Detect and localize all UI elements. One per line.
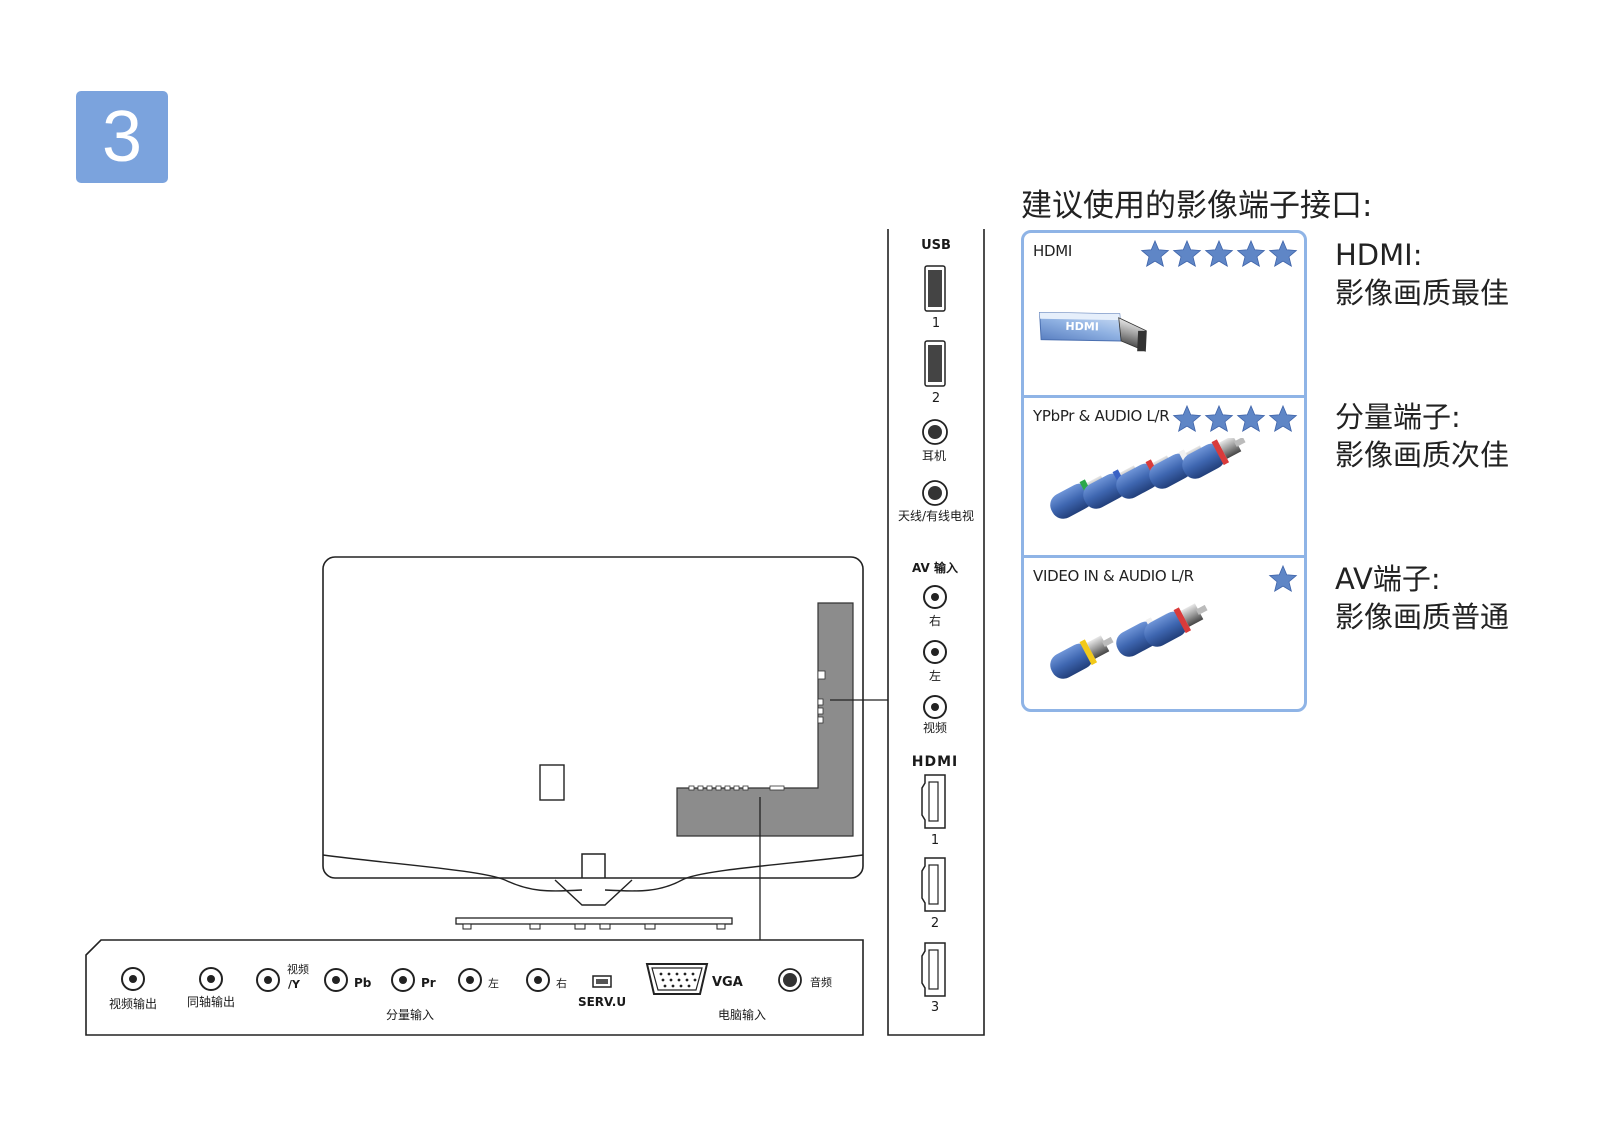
serv-u-label: SERV.U [578,995,626,1009]
recommendation-title: 建议使用的影像端子接口: [1021,188,1373,224]
hdmi-port-2: 2 [921,857,946,931]
rca-plug-yellow [1050,635,1114,679]
component-audio-right-jack: 右 [526,968,567,992]
coax-out-label: 同轴输出 [187,994,235,1009]
star-icon [1268,564,1298,593]
bottom-connector-panel: 视频输出 同轴输出 视频 /Y Pb Pr 左 [85,939,864,1036]
vga-label: VGA [712,975,743,990]
star-icon [1172,404,1202,433]
av-audio-left-jack: 左 [923,640,947,683]
av-rca-plugs-icon [1050,603,1208,679]
usb-port-2: 2 [924,340,946,406]
hdmi-rating-stars [1140,239,1298,269]
usb-1-number: 1 [932,316,940,331]
hdmi-1-number: 1 [931,833,939,848]
vga-port: VGA [645,963,743,995]
headphone-jack: 耳机 [922,419,948,463]
av-cell: VIDEO IN & AUDIO L/R [1024,555,1304,709]
av-quality-line2: 影像画质普通 [1335,600,1510,634]
hdmi-cell: HDMI HDMI [1024,233,1304,395]
av-rating-stars [1268,564,1298,594]
pb-jack: Pb [324,968,372,992]
hdmi-quality-note: HDMI: 影像画质最佳 [1335,236,1509,312]
component-in-label: 分量输入 [386,1007,434,1022]
video-out-jack: 视频输出 [109,967,157,1011]
pr-label: Pr [421,976,436,990]
component-quality-line1: 分量端子: [1335,400,1461,434]
tv-back-illustration [322,556,888,940]
av-cell-label: VIDEO IN & AUDIO L/R [1033,567,1194,585]
hdmi-cell-label: HDMI [1033,242,1072,260]
side-connector-panel: USB 1 2 耳机 天线/有线电视 AV 输入 右 [887,229,985,1036]
rca-plug-red-2 [1182,438,1246,479]
star-icon [1172,239,1202,268]
component-quality-note: 分量端子: 影像画质次佳 [1335,398,1509,474]
step-number-badge: 3 [76,91,168,183]
video-y-jack: 视频 /Y [256,962,309,992]
av-left-label: 左 [929,668,941,683]
component-rating-stars [1172,404,1298,434]
headphone-label: 耳机 [922,449,946,463]
star-icon [1268,239,1298,268]
video-out-label: 视频输出 [109,996,157,1011]
pb-label: Pb [354,976,372,990]
component-cell-label: YPbPr & AUDIO L/R [1033,407,1170,425]
component-cell: YPbPr & AUDIO L/R [1024,395,1304,555]
component-left-label: 左 [488,977,499,990]
av-right-label: 右 [929,613,941,628]
usb-port-1: 1 [924,265,946,331]
pr-jack: Pr [391,968,436,992]
component-rca-plugs-icon [1050,438,1246,519]
svg-text:HDMI: HDMI [1065,320,1099,334]
video-y-label-top: 视频 [287,962,309,976]
star-icon [1140,239,1170,268]
component-right-label: 右 [556,976,567,990]
hdmi-quality-line1: HDMI: [1335,238,1423,272]
pc-audio-label: 音频 [810,975,832,989]
rca-plug-audio-red [1144,603,1208,647]
av-video-jack: 视频 [923,695,947,735]
usb-label: USB [921,238,951,253]
service-port: SERV.U [578,975,626,1009]
star-icon [1204,239,1234,268]
av-quality-line1: AV端子: [1335,562,1441,596]
coax-out-jack: 同轴输出 [187,967,235,1009]
av-in-label: AV 输入 [912,560,958,575]
hdmi-2-number: 2 [931,916,939,931]
hdmi-quality-line2: 影像画质最佳 [1335,276,1510,310]
hdmi-cable-icon: HDMI [1039,311,1147,352]
component-quality-line2: 影像画质次佳 [1335,438,1510,472]
hdmi-logo: HDMI [912,754,958,770]
hdmi-3-number: 3 [931,1000,939,1015]
av-quality-note: AV端子: 影像画质普通 [1335,560,1509,636]
av-video-label: 视频 [923,720,947,735]
antenna-label: 天线/有线电视 [898,508,974,523]
hdmi-port-3: 3 [921,942,946,1015]
hdmi-port-1: 1 [921,774,946,848]
star-icon [1204,404,1234,433]
av-audio-right-jack: 右 [923,585,947,628]
connection-quality-panel: HDMI HDMI YPbPr & AUDIO L/R [1021,230,1307,712]
star-icon [1236,239,1266,268]
component-audio-left-jack: 左 [458,968,499,992]
antenna-jack: 天线/有线电视 [898,480,974,523]
star-icon [1236,404,1266,433]
video-y-label-bottom: /Y [288,978,301,991]
usb-2-number: 2 [932,391,940,406]
star-icon [1268,404,1298,433]
pc-audio-jack: 音频 [778,968,832,992]
pc-in-label: 电脑输入 [718,1007,766,1022]
